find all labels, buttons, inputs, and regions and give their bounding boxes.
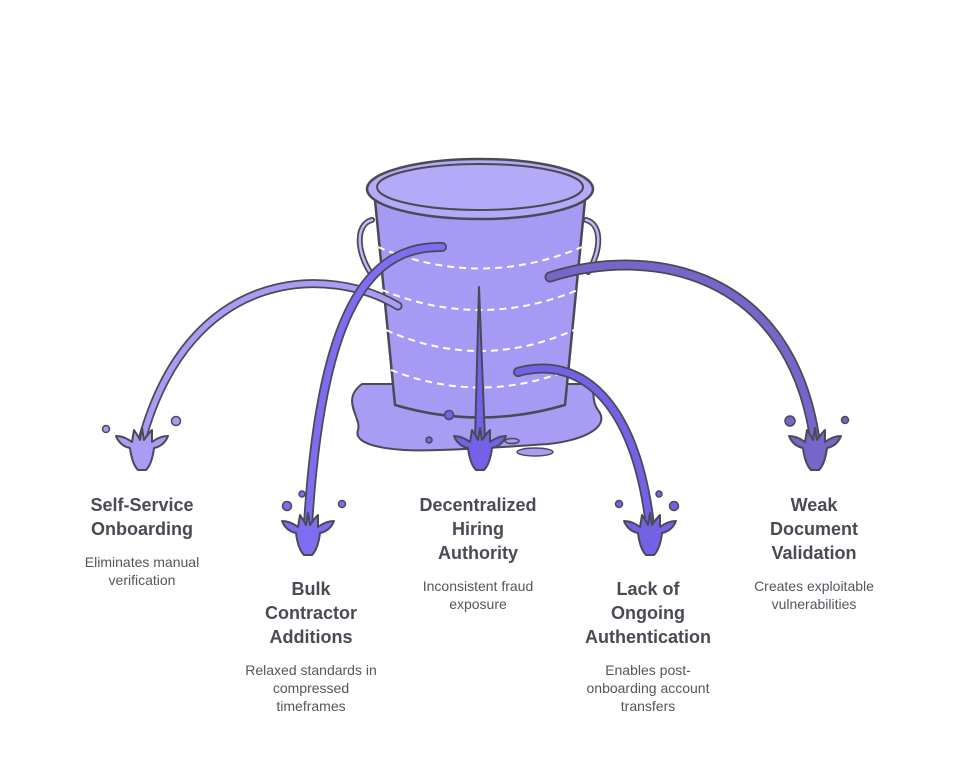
leak-stream-ongoing-auth — [513, 363, 655, 530]
leak-label-ongoing-auth: Lack of Ongoing Authentication Enables p… — [558, 577, 738, 715]
water-droplet — [504, 437, 520, 445]
leak-title: Self-Service Onboarding — [90, 495, 194, 539]
leak-title: Decentralized Hiring Authority — [419, 495, 537, 563]
bucket-handle-inner — [358, 218, 374, 274]
leak-stream-bulk-contractor — [303, 241, 447, 530]
leak-title: Bulk Contractor Additions — [264, 579, 357, 647]
leak-description: Enables post- onboarding account transfe… — [586, 662, 710, 714]
leak-title: Lack of Ongoing Authentication — [585, 579, 711, 647]
leak-label-decentralized: Decentralized Hiring Authority Inconsist… — [388, 493, 568, 613]
leak-description: Relaxed standards in compressed timefram… — [245, 662, 377, 714]
leak-description: Eliminates manual verification — [84, 554, 200, 588]
bucket-dash-line — [390, 369, 570, 389]
water-droplet — [516, 447, 554, 457]
bucket-rim-inner — [376, 163, 584, 211]
leak-title: Weak Document Validation — [769, 495, 858, 563]
water-splash-icon — [281, 490, 347, 556]
water-splash-icon — [425, 409, 507, 471]
water-splash-icon — [101, 415, 182, 471]
leak-stream-self-service — [137, 279, 403, 445]
water-splash-icon — [614, 490, 680, 556]
leak-description: Inconsistent fraud exposure — [422, 578, 534, 612]
leak-label-bulk-contractor: Bulk Contractor Additions Relaxed standa… — [221, 577, 401, 715]
leak-label-self-service: Self-Service Onboarding Eliminates manua… — [52, 493, 232, 589]
leak-description: Creates exploitable vulnerabilities — [754, 578, 874, 612]
water-splash-icon — [784, 415, 850, 471]
leak-stream-weak-document — [544, 259, 821, 446]
leak-label-weak-document: Weak Document Validation Creates exploit… — [724, 493, 904, 613]
